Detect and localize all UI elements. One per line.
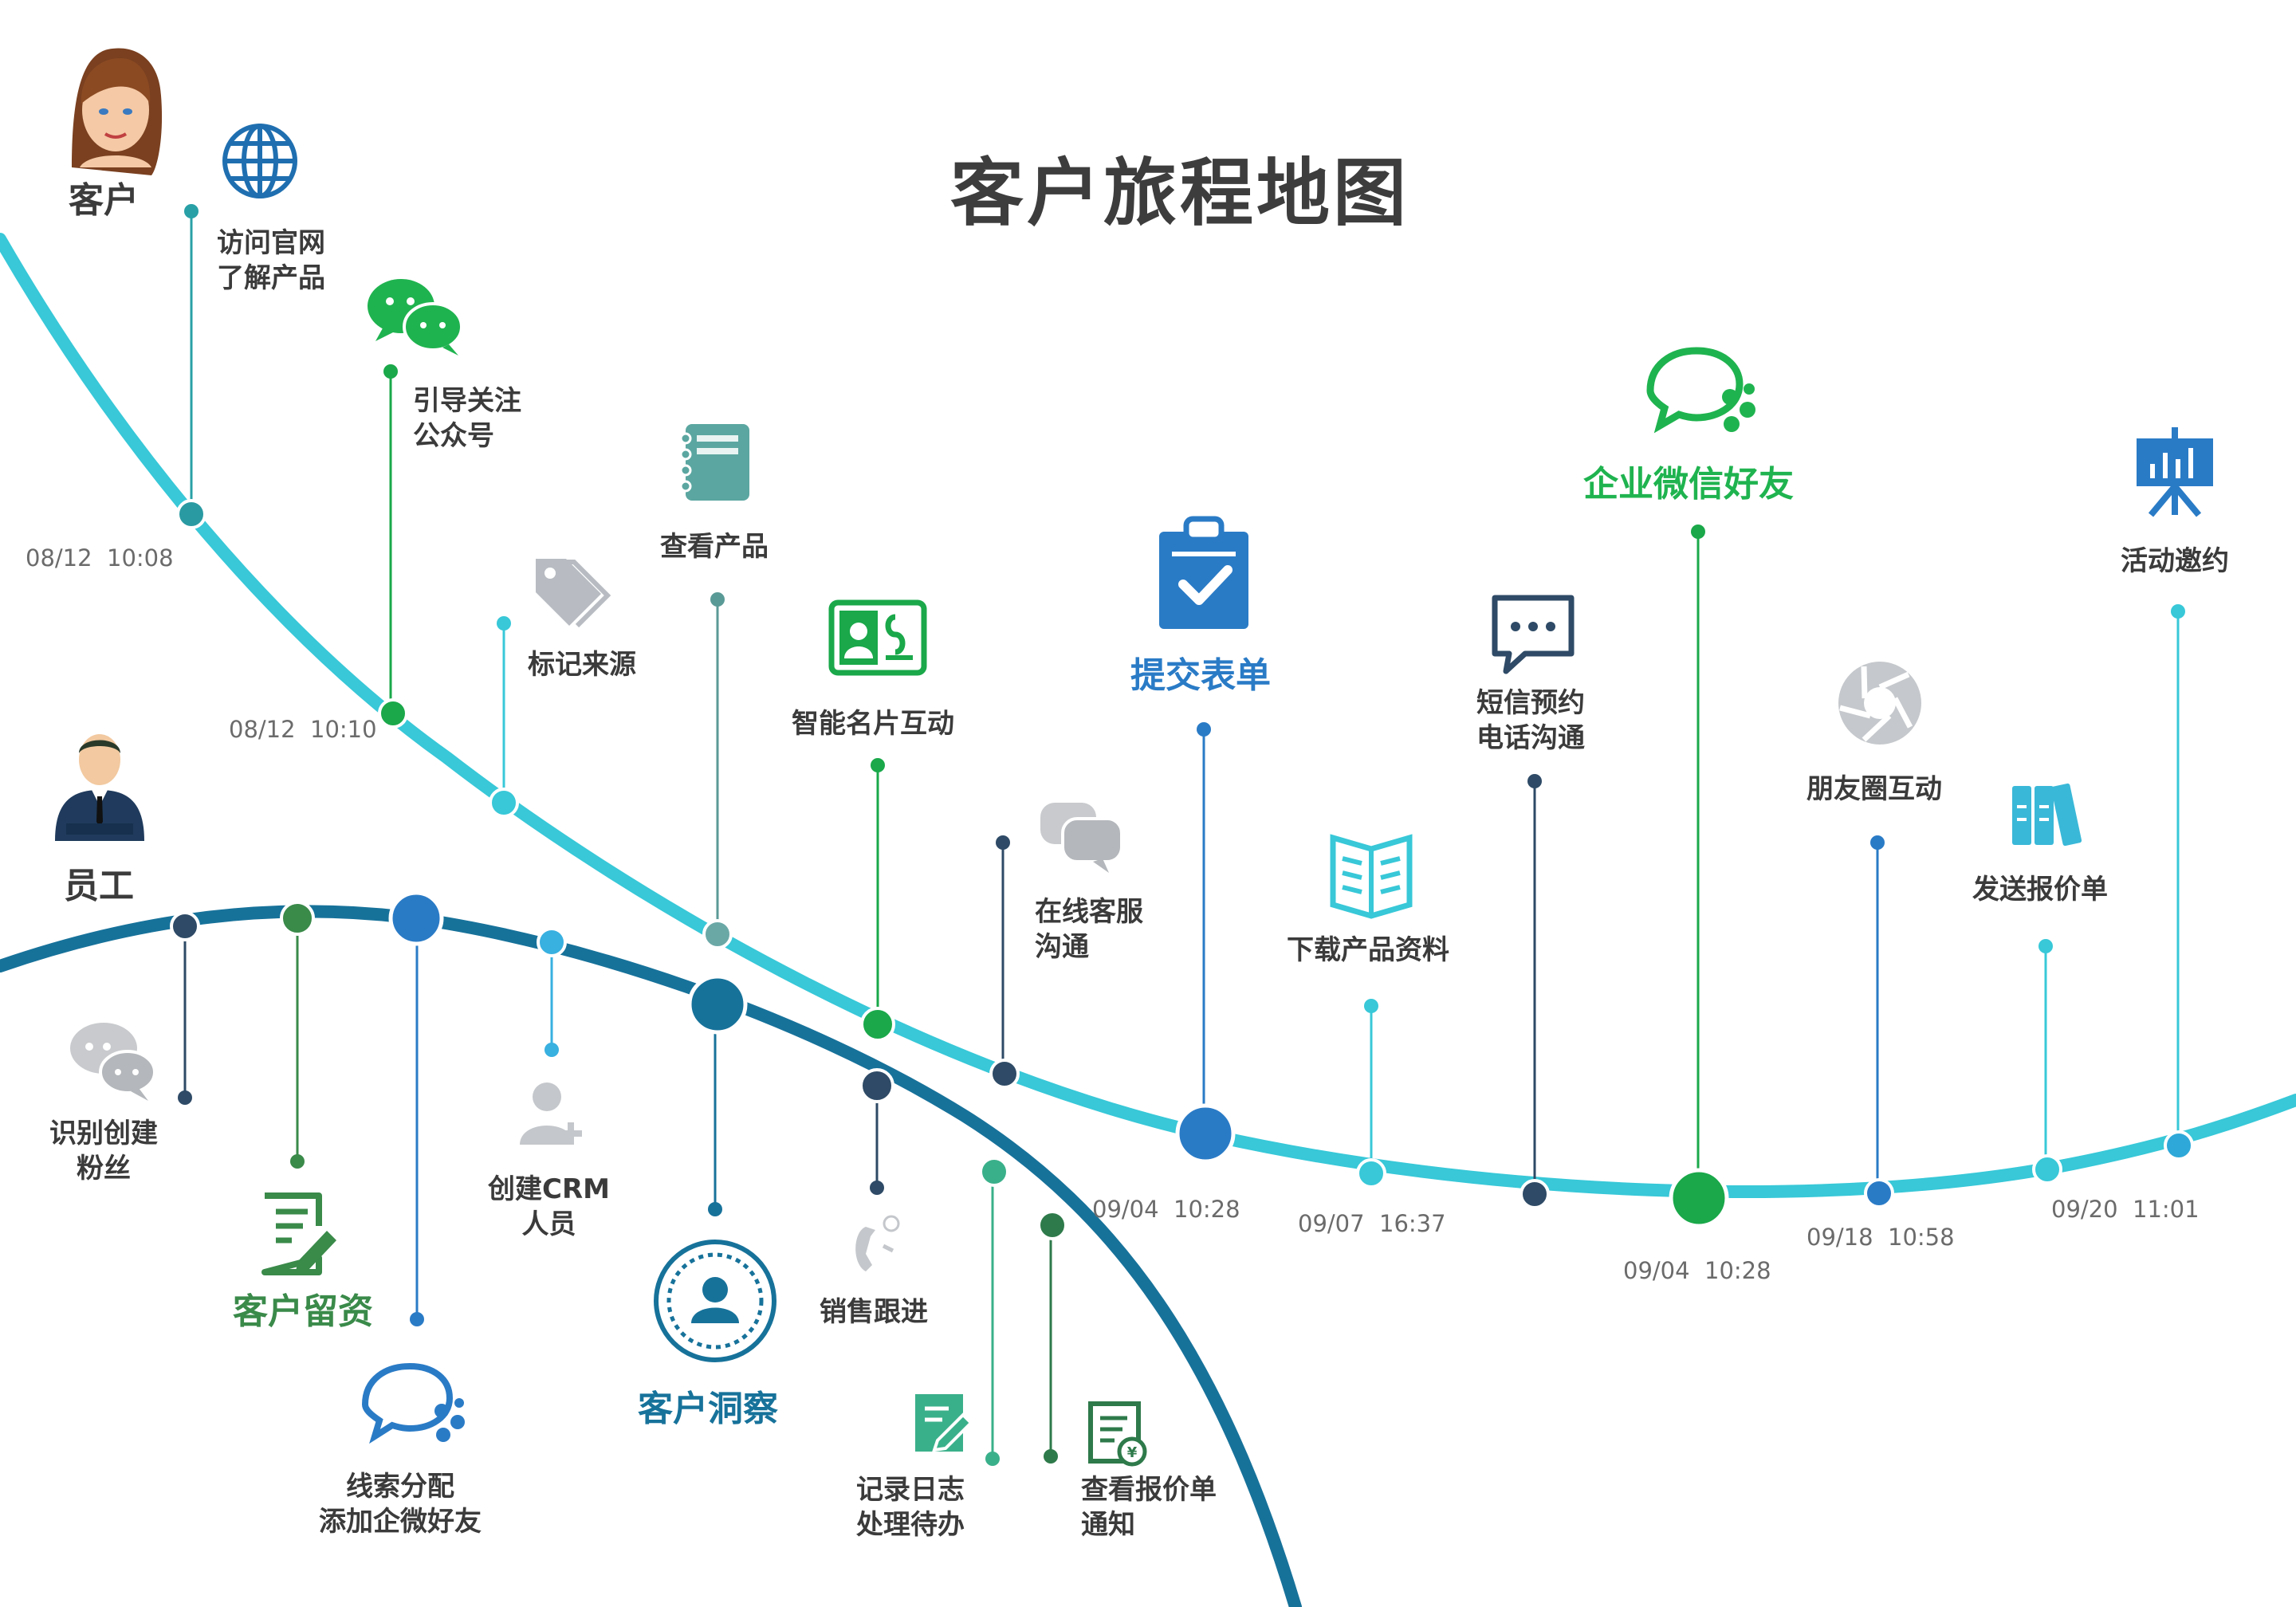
node-assign — [391, 893, 442, 944]
node-quote-notice — [1039, 1212, 1066, 1239]
chat-bubbles-icon — [1040, 803, 1122, 873]
node-submit-form — [1177, 1106, 1233, 1161]
step-label-online-service: 在线客服 沟通 — [1035, 894, 1143, 965]
step-label-crm: 创建CRM 人员 — [488, 1172, 610, 1242]
message-dots-icon — [1495, 598, 1571, 671]
wechat-icon — [368, 279, 462, 356]
step-label-follow: 引导关注 公众号 — [413, 383, 521, 454]
step-assign — [391, 893, 442, 1326]
node-identify — [171, 913, 199, 940]
node-download — [1358, 1160, 1385, 1187]
step-log — [981, 1158, 1008, 1466]
timestamp: 09/07 16:37 — [1298, 1210, 1446, 1237]
node-event — [2165, 1132, 2192, 1159]
step-label-insight: 客户洞察 — [638, 1387, 778, 1432]
node-sms — [1521, 1181, 1548, 1208]
node-view-product — [704, 921, 731, 948]
timestamp: 09/04 10:28 — [1092, 1196, 1240, 1223]
chat-bubbles-icon — [70, 1023, 155, 1101]
step-sms — [1521, 774, 1548, 1208]
open-book-icon — [1333, 838, 1409, 916]
globe-icon — [225, 126, 295, 196]
wecom-icon — [365, 1366, 465, 1442]
step-label-retain: 客户留资 — [233, 1290, 373, 1334]
node-crm — [538, 929, 565, 956]
step-label-send-quote: 发送报价单 — [1972, 872, 2108, 907]
node-moments — [1866, 1180, 1893, 1207]
step-label-assign: 线索分配 添加企微好友 — [319, 1469, 482, 1539]
node-log — [981, 1158, 1008, 1185]
notebook-icon — [681, 424, 749, 501]
node-visit — [178, 501, 205, 528]
timestamp: 08/12 10:08 — [26, 544, 174, 572]
timestamp: 09/18 10:58 — [1807, 1224, 1955, 1251]
step-label-visit: 访问官网 了解产品 — [217, 226, 325, 296]
step-retain — [281, 902, 313, 1169]
employee-avatar-icon — [55, 734, 144, 841]
step-crm — [538, 929, 565, 1057]
page-title: 客户旅程地图 — [950, 134, 1409, 240]
step-wecom-friend — [1671, 525, 1727, 1226]
step-view-product — [704, 592, 731, 948]
step-insight — [690, 976, 745, 1216]
step-label-log: 记录日志 处理待办 — [856, 1472, 965, 1542]
step-follow — [379, 364, 407, 727]
step-quote-notice — [1039, 1212, 1066, 1464]
node-wecom-friend — [1671, 1170, 1727, 1226]
clipboard-check-icon — [1159, 519, 1248, 629]
node-send-quote — [2034, 1156, 2061, 1183]
node-online-service — [991, 1060, 1018, 1087]
step-label-submit-form: 提交表单 — [1130, 654, 1271, 698]
node-follow — [379, 700, 407, 727]
note-edit-icon — [915, 1394, 971, 1452]
form-edit-icon — [265, 1196, 336, 1274]
timestamp: 08/12 10:10 — [229, 716, 377, 743]
step-label-card: 智能名片互动 — [792, 706, 954, 741]
customer-actor-label: 客户 — [69, 171, 139, 222]
step-label-moments: 朋友圈互动 — [1807, 772, 1942, 807]
step-identify — [171, 913, 199, 1105]
business-card-icon — [832, 603, 924, 673]
step-label-identify: 识别创建 粉丝 — [49, 1116, 158, 1186]
timestamp: 09/20 11:01 — [2051, 1196, 2200, 1223]
user-target-icon — [656, 1242, 774, 1360]
step-submit-form — [1177, 722, 1233, 1161]
step-moments — [1866, 835, 1893, 1207]
node-insight — [690, 976, 745, 1032]
node-retain — [281, 902, 313, 934]
add-user-icon — [520, 1082, 582, 1145]
timestamp: 09/04 10:28 — [1623, 1257, 1771, 1284]
invoice-icon: ¥ — [1091, 1404, 1145, 1464]
phone-icon — [855, 1216, 898, 1271]
node-card — [862, 1008, 894, 1040]
step-label-wecom-friend: 企业微信好友 — [1583, 462, 1794, 507]
step-label-view-product: 查看产品 — [660, 529, 769, 564]
employee-actor-label: 员工 — [64, 857, 134, 908]
step-follow-up — [861, 1070, 893, 1195]
aperture-icon — [1838, 662, 1921, 745]
step-visit — [178, 204, 205, 528]
step-label-sms: 短信预约 电话沟通 — [1476, 686, 1585, 756]
binders-icon — [2012, 783, 2082, 846]
step-event — [2165, 604, 2192, 1159]
step-label-follow-up: 销售跟进 — [820, 1295, 928, 1330]
step-label-download: 下载产品资料 — [1287, 933, 1449, 968]
svg-text:¥: ¥ — [1127, 1444, 1138, 1461]
presentation-icon — [2137, 427, 2213, 515]
step-card — [862, 758, 894, 1040]
step-label-quote-notice: 查看报价单 通知 — [1081, 1472, 1217, 1542]
node-tag — [490, 789, 517, 816]
step-label-event: 活动邀约 — [2121, 544, 2229, 579]
customer-avatar-icon — [72, 49, 162, 175]
tag-icon — [536, 559, 607, 626]
step-online-service — [991, 835, 1018, 1087]
step-label-tag: 标记来源 — [528, 647, 636, 682]
wecom-icon — [1650, 351, 1755, 432]
step-send-quote — [2034, 939, 2061, 1183]
node-follow-up — [861, 1070, 893, 1102]
